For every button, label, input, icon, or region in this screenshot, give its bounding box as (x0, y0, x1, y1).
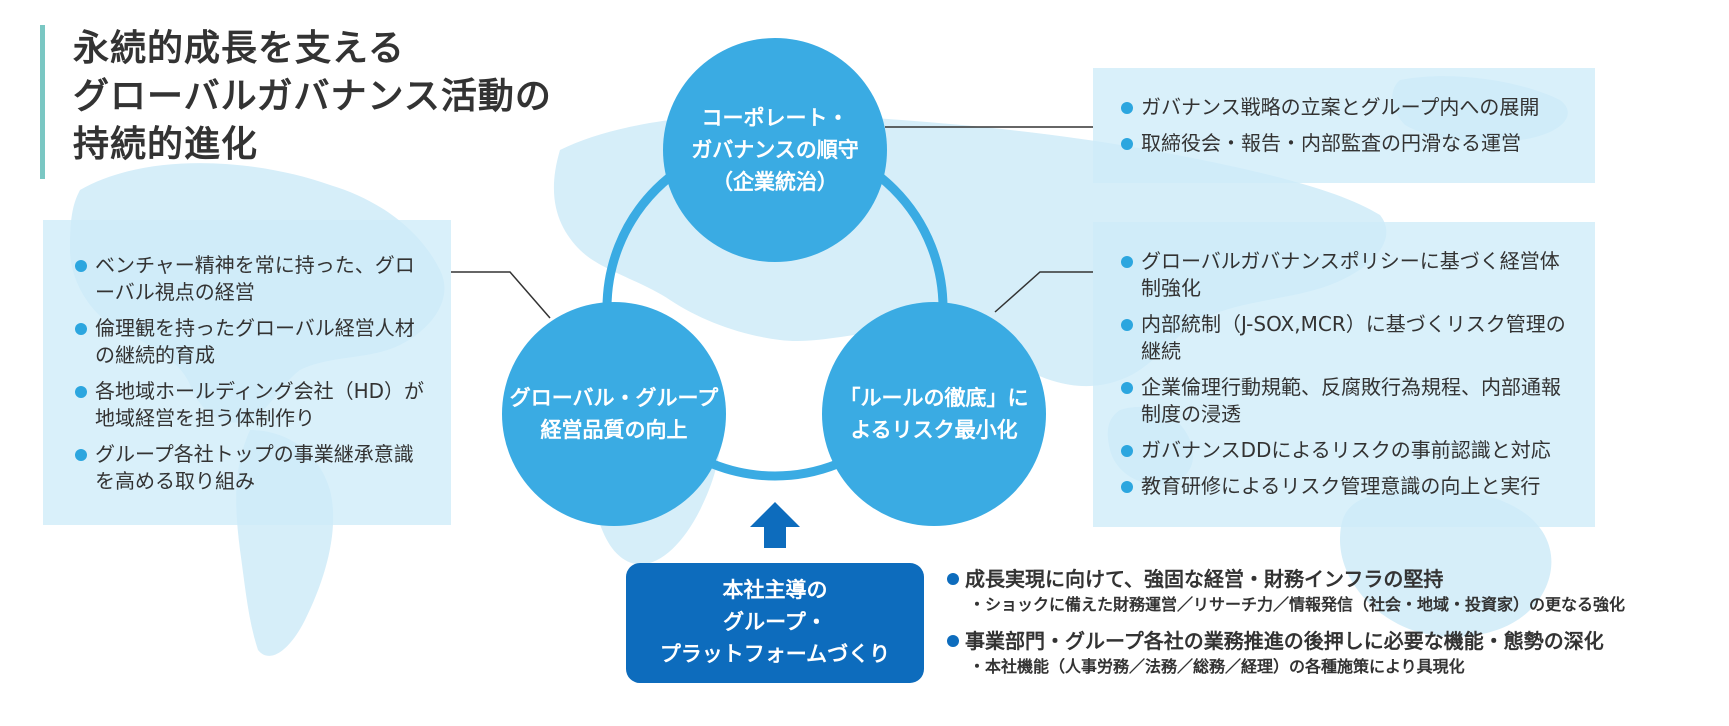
circle-label-line: （企業統治） (712, 170, 838, 194)
list-item: 倫理観を持ったグローバル経営人材の継続的育成 (73, 315, 429, 369)
circle-label-left: グローバル・グループ 経営品質の向上 (502, 382, 726, 446)
list-item-text: 教育研修によるリスク管理意識の向上と実行 (1141, 474, 1541, 498)
list-item-text: 内部統制（J-SOX,MCR）に基づくリスク管理の継続 (1141, 312, 1566, 363)
circle-label-right: 「ルールの徹底」に よるリスク最小化 (822, 382, 1046, 446)
title-line: 持続的進化 (73, 124, 259, 165)
list-item-text: ガバナンス戦略の立案とグループ内への展開 (1141, 95, 1540, 119)
connector-line-left (451, 271, 551, 319)
connector-line-right (994, 271, 1093, 313)
hq-box-line: グループ・ (723, 610, 827, 634)
right-bottom-panel-list: グローバルガバナンスポリシーに基づく経営体制強化 内部統制（J-SOX,MCR）… (1093, 222, 1595, 500)
list-item-text: グローバルガバナンスポリシーに基づく経営体制強化 (1141, 249, 1560, 300)
bullet-dot-icon (1121, 138, 1133, 150)
list-item: 企業倫理行動規範、反腐敗行為規程、内部通報制度の浸透 (1119, 374, 1579, 428)
list-item-heading: 事業部門・グループ各社の業務推進の後押しに必要な機能・態勢の深化 (965, 629, 1604, 653)
bullet-dot-icon (75, 449, 87, 461)
hq-platform-box: 本社主導の グループ・ プラットフォームづくり (626, 563, 924, 683)
hq-box-line: プラットフォームづくり (659, 642, 891, 666)
list-item-heading: 成長実現に向けて、強固な経営・財務インフラの堅持 (965, 567, 1444, 591)
bullet-dot-icon (947, 635, 959, 647)
page-title: 永続的成長を支える グローバルガバナンス活動の 持続的進化 (40, 25, 552, 179)
list-item-text: ベンチャー精神を常に持った、グローバル視点の経営 (95, 253, 415, 304)
bullet-dot-icon (1121, 445, 1133, 457)
circle-label-line: 経営品質の向上 (540, 418, 688, 442)
bullet-dot-icon (75, 386, 87, 398)
bullet-dot-icon (1121, 481, 1133, 493)
circle-rule-risk (822, 302, 1046, 526)
list-item: 各地域ホールディング会社（HD）が地域経営を担う体制作り (73, 378, 429, 432)
bullet-dot-icon (75, 323, 87, 335)
circle-label-line: 「ルールの徹底」に (839, 386, 1029, 410)
list-item: 教育研修によるリスク管理意識の向上と実行 (1119, 473, 1579, 500)
list-item-text: 各地域ホールディング会社（HD）が地域経営を担う体制作り (95, 379, 425, 430)
list-item-text: 倫理観を持ったグローバル経営人材の継続的育成 (95, 316, 415, 367)
circle-label-line: よるリスク最小化 (850, 418, 1018, 442)
list-item: ガバナンスDDによるリスクの事前認識と対応 (1119, 437, 1579, 464)
circle-label-line: ガバナンスの順守 (691, 138, 859, 162)
list-item: ガバナンス戦略の立案とグループ内への展開 (1119, 94, 1579, 121)
circle-corporate-governance (663, 38, 887, 262)
title-line: グローバルガバナンス活動の (73, 76, 552, 117)
list-item: グローバルガバナンスポリシーに基づく経営体制強化 (1119, 248, 1579, 302)
bullet-dot-icon (1121, 319, 1133, 331)
list-item: ベンチャー精神を常に持った、グローバル視点の経営 (73, 252, 429, 306)
bullet-dot-icon (1121, 382, 1133, 394)
circle-global-group (502, 302, 726, 526)
bullet-dot-icon (75, 260, 87, 272)
bottom-list: 成長実現に向けて、強固な経営・財務インフラの堅持 ・ショックに備えた財務運営／リ… (945, 565, 1705, 689)
right-top-panel-list: ガバナンス戦略の立案とグループ内への展開 取締役会・報告・内部監査の円滑なる運営 (1093, 68, 1595, 157)
left-panel: ベンチャー精神を常に持った、グローバル視点の経営 倫理観を持ったグローバル経営人… (43, 220, 451, 525)
bullet-dot-icon (1121, 102, 1133, 114)
list-item: 成長実現に向けて、強固な経営・財務インフラの堅持 ・ショックに備えた財務運営／リ… (945, 565, 1705, 617)
list-item: 事業部門・グループ各社の業務推進の後押しに必要な機能・態勢の深化 ・本社機能（人… (945, 627, 1705, 679)
hq-box-line: 本社主導の (722, 578, 828, 602)
right-bottom-panel: グローバルガバナンスポリシーに基づく経営体制強化 内部統制（J-SOX,MCR）… (1093, 222, 1595, 527)
list-item-sub: ・ショックに備えた財務運営／リサーチ力／情報発信（社会・地域・投資家）の更なる強… (969, 595, 1626, 614)
list-item-text: 取締役会・報告・内部監査の円滑なる運営 (1141, 131, 1521, 155)
list-item: 内部統制（J-SOX,MCR）に基づくリスク管理の継続 (1119, 311, 1579, 365)
list-item-text: 企業倫理行動規範、反腐敗行為規程、内部通報制度の浸透 (1141, 375, 1561, 426)
circle-label-line: コーポレート・ (701, 106, 849, 130)
list-item: グループ各社トップの事業継承意識を高める取り組み (73, 441, 429, 495)
list-item-sub: ・本社機能（人事労務／法務／総務／経理）の各種施策により具現化 (969, 657, 1465, 676)
title-line: 永続的成長を支える (73, 28, 405, 69)
bullet-dot-icon (947, 573, 959, 585)
left-panel-list: ベンチャー精神を常に持った、グローバル視点の経営 倫理観を持ったグローバル経営人… (43, 220, 451, 495)
list-item-text: ガバナンスDDによるリスクの事前認識と対応 (1141, 438, 1551, 462)
circle-label-line: グローバル・グループ (509, 386, 719, 410)
circle-label-top: コーポレート・ ガバナンスの順守 （企業統治） (663, 102, 887, 198)
bullet-dot-icon (1121, 256, 1133, 268)
list-item-text: グループ各社トップの事業継承意識を高める取り組み (95, 442, 414, 493)
up-arrow-icon (750, 502, 800, 548)
right-top-panel: ガバナンス戦略の立案とグループ内への展開 取締役会・報告・内部監査の円滑なる運営 (1093, 68, 1595, 183)
list-item: 取締役会・報告・内部監査の円滑なる運営 (1119, 130, 1579, 157)
